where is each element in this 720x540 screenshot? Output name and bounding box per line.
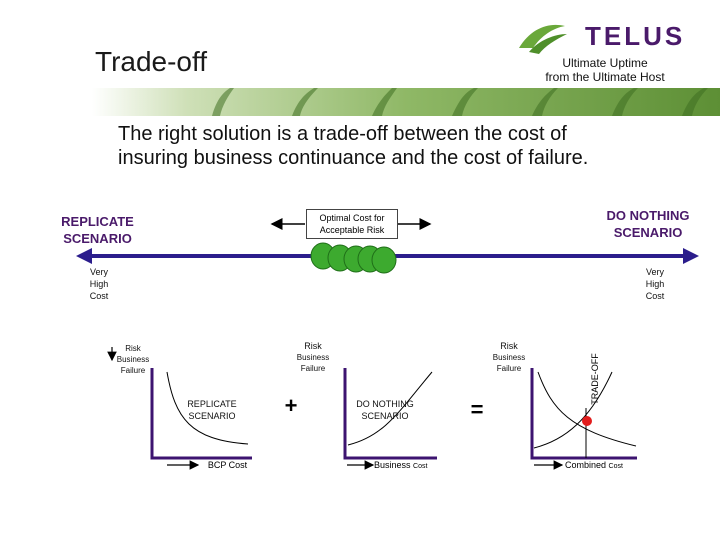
g2-x-business: Business <box>374 460 411 470</box>
g1-y-failure: Failure <box>120 366 146 375</box>
g2-y-label: Risk Business Failure <box>288 341 338 374</box>
tagline: Ultimate Uptime from the Ultimate Host <box>520 56 690 84</box>
g1-axes <box>150 368 252 460</box>
g2-y-business: Business <box>296 353 330 362</box>
g1-curve-line1: REPLICATE <box>187 399 237 409</box>
g2-curve <box>347 371 433 446</box>
left-cost-cost: Cost <box>89 291 109 301</box>
right-very-high-cost: Very High Cost <box>636 266 674 302</box>
replicate-scenario-label: REPLICATE SCENARIO <box>50 213 145 247</box>
do-nothing-line1: DO NOTHING <box>606 208 690 223</box>
equals-sign: = <box>470 397 484 422</box>
tradeoff-marker <box>582 416 592 426</box>
g3-y-failure: Failure <box>496 364 522 373</box>
optimal-line1: Optimal Cost for <box>319 213 385 223</box>
brand-name: TELUS <box>585 21 686 51</box>
g1-y-risk: Risk <box>125 344 141 353</box>
tradeoff-label: TRADE-OFF <box>590 353 600 405</box>
g1-curve-label: REPLICATE SCENARIO <box>180 398 244 422</box>
g3-x-label: Combined Cost <box>565 459 640 473</box>
headline: The right solution is a trade-off betwee… <box>118 122 718 170</box>
left-very-high-cost: Very High Cost <box>80 266 118 302</box>
left-cost-very: Very <box>89 267 108 277</box>
left-cost-high: High <box>89 279 109 289</box>
plus-sign: + <box>284 393 298 418</box>
telus-leaf-icon <box>519 24 567 54</box>
replicate-line2: SCENARIO <box>63 231 132 246</box>
g3-curve-down <box>537 371 637 447</box>
scale-arrow-left <box>76 248 92 264</box>
g3-axes <box>530 368 637 460</box>
g2-curve-line1: DO NOTHING <box>356 399 414 409</box>
page-title: Trade-off <box>95 46 208 77</box>
right-cost-very: Very <box>645 267 664 277</box>
g2-axes <box>343 368 437 460</box>
g1-curve-line2: SCENARIO <box>188 411 236 421</box>
g2-x-label: Business Cost <box>374 459 444 473</box>
headline-line1: The right solution is a trade-off betwee… <box>118 123 567 145</box>
telus-logo: TELUS <box>515 18 700 56</box>
optimal-balls <box>310 242 397 274</box>
g1-x-label: BCP Cost <box>207 460 248 470</box>
g3-y-risk: Risk <box>500 341 518 351</box>
headline-line2: insuring business continuance and the co… <box>118 147 589 169</box>
g2-curve-line2: SCENARIO <box>361 411 409 421</box>
g2-y-risk: Risk <box>304 341 322 351</box>
optimal-line2: Acceptable Risk <box>319 225 385 235</box>
g3-y-business: Business <box>492 353 526 362</box>
tagline-line2: from the Ultimate Host <box>545 70 665 84</box>
g2-y-failure: Failure <box>300 364 326 373</box>
g1-y-label: Risk Business Failure <box>108 343 158 376</box>
do-nothing-scenario-label: DO NOTHING SCENARIO <box>598 207 698 241</box>
tagline-line1: Ultimate Uptime <box>562 56 648 70</box>
g3-curve-up <box>533 371 613 449</box>
g1-y-business: Business <box>116 355 150 364</box>
g1-curve <box>166 371 249 445</box>
g3-x-combined: Combined <box>565 460 607 470</box>
replicate-line1: REPLICATE <box>61 214 134 229</box>
ball-5 <box>371 246 397 274</box>
optimal-cost-box: Optimal Cost for Acceptable Risk <box>306 209 398 239</box>
do-nothing-line2: SCENARIO <box>613 225 683 240</box>
scale-arrow-right <box>683 248 699 264</box>
right-cost-cost: Cost <box>645 291 665 301</box>
g3-x-cost: Cost <box>608 463 623 470</box>
g2-x-cost: Cost <box>413 463 428 470</box>
g2-curve-label: DO NOTHING SCENARIO <box>350 398 420 422</box>
g3-y-label: Risk Business Failure <box>484 341 534 374</box>
right-cost-high: High <box>645 279 665 289</box>
header-banner <box>92 88 720 116</box>
